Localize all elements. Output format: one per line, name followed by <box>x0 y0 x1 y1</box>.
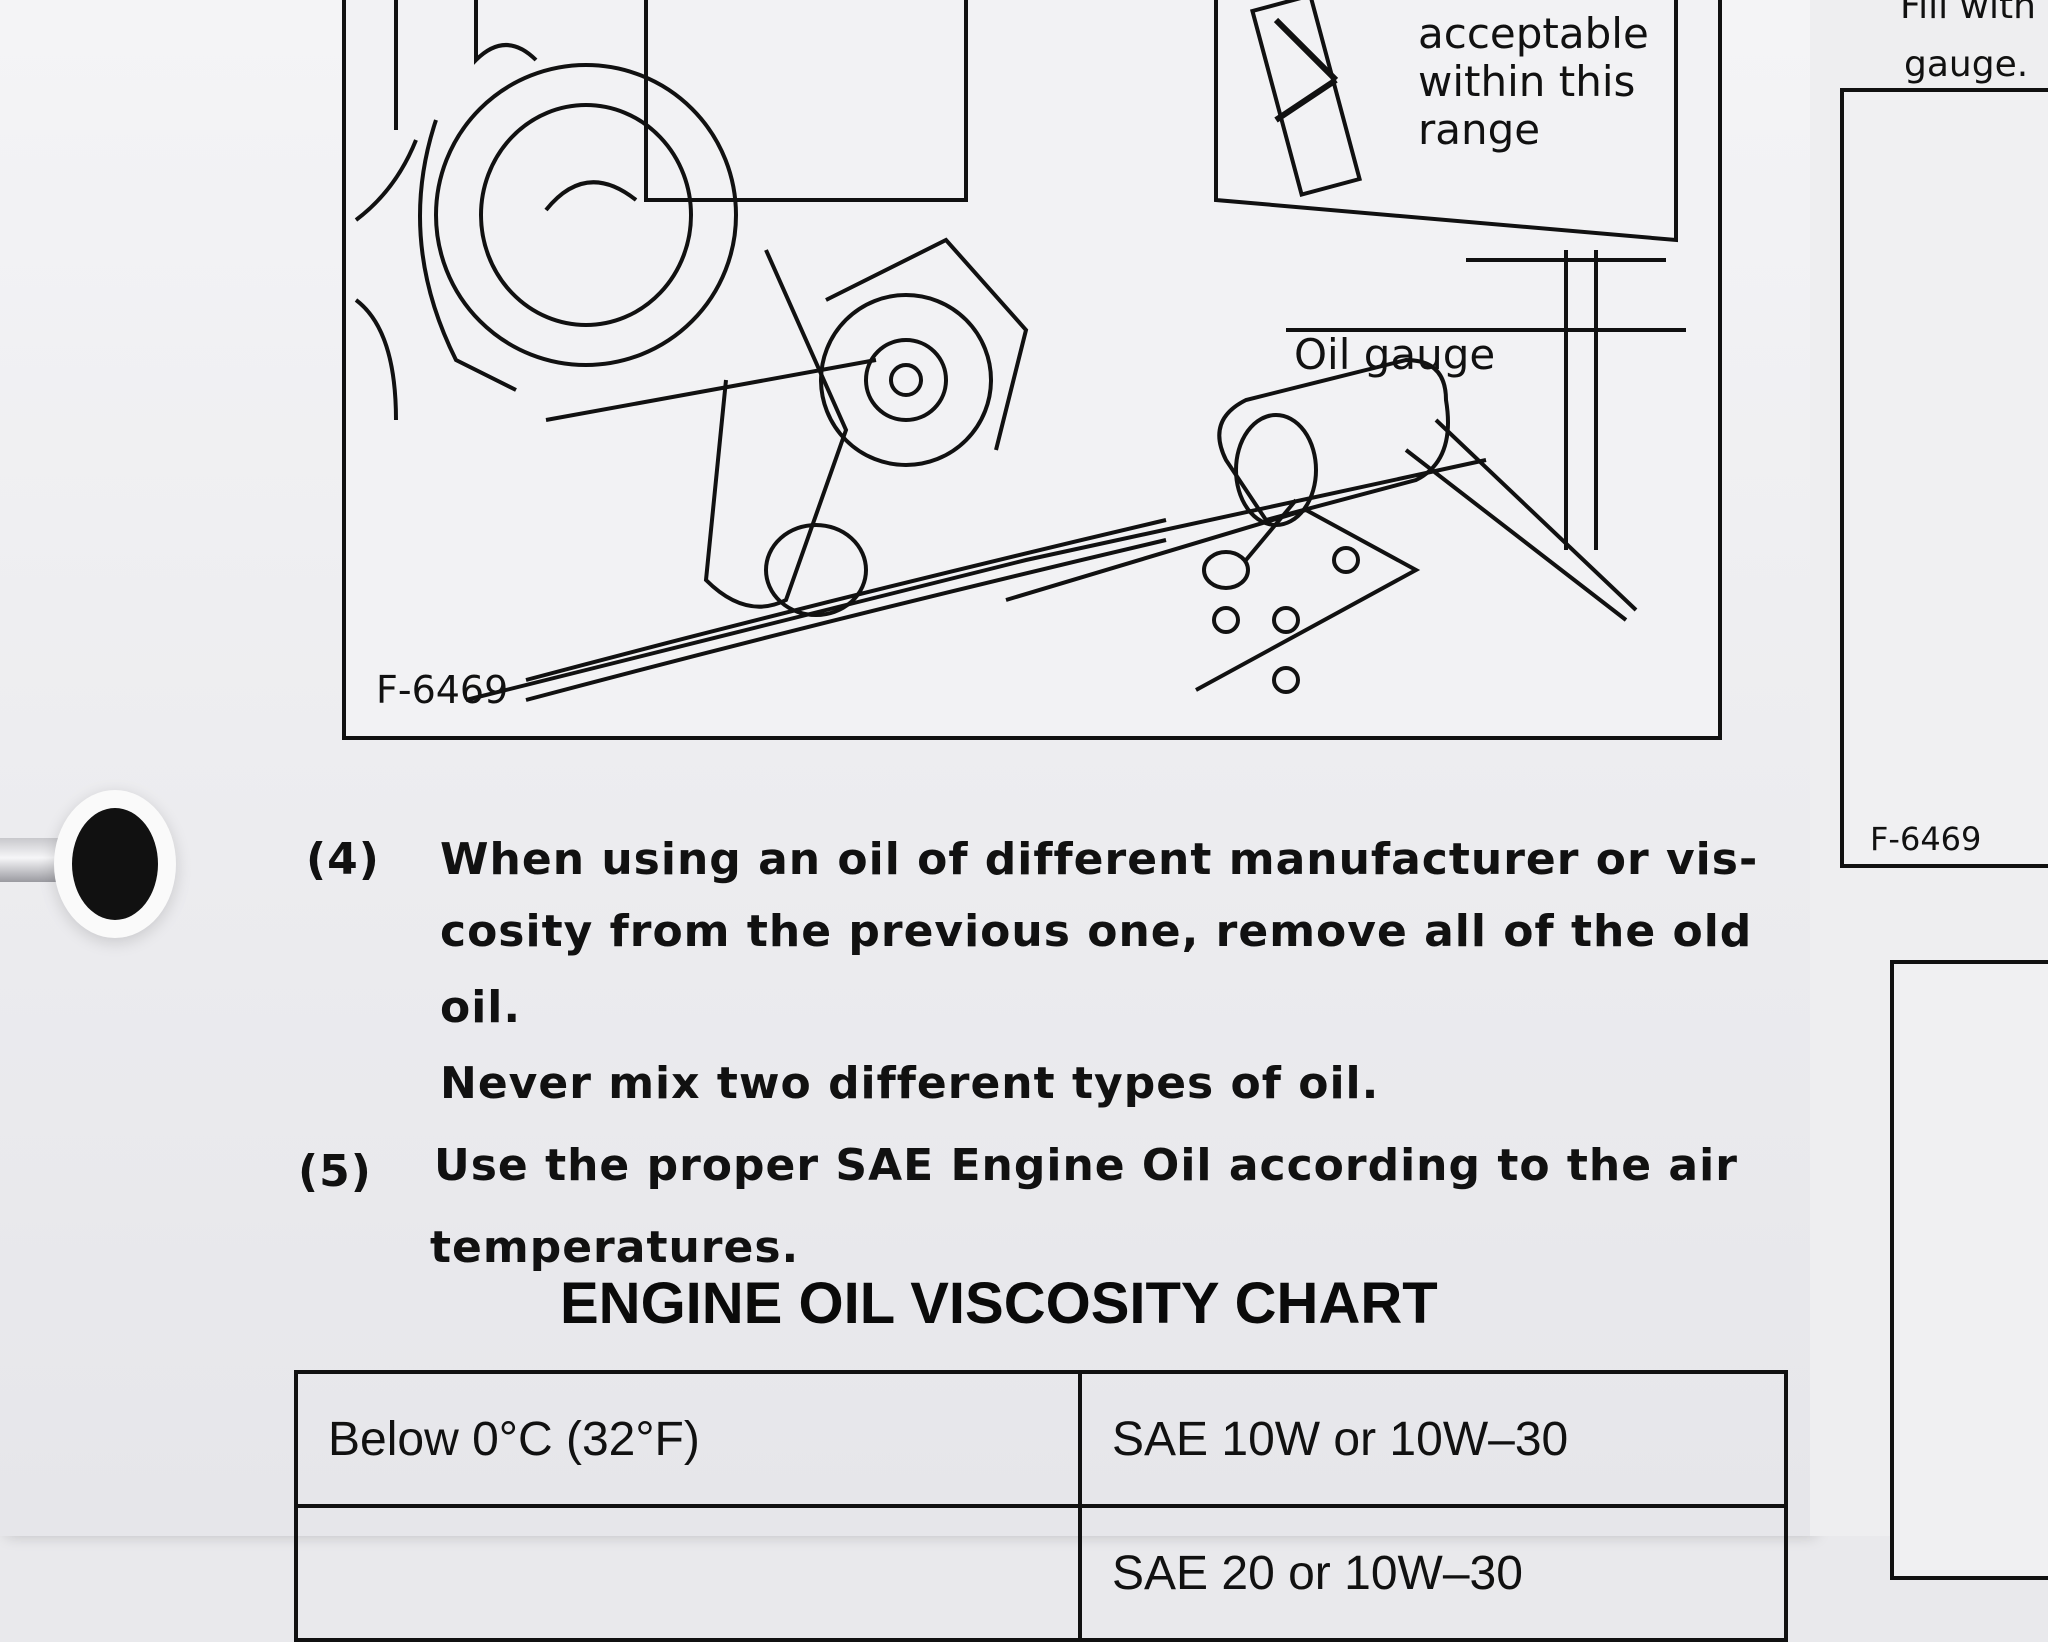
item-number: (4) <box>306 834 380 885</box>
engine-illustration: acceptable within this range Oil gauge F… <box>342 0 1722 740</box>
item-text-line: When using an oil of different manufactu… <box>440 834 1759 885</box>
range-line: within this <box>1418 57 1636 106</box>
figure-code: F-6469 <box>376 668 509 712</box>
table-row: Below 0°C (32°F) SAE 10W or 10W–30 <box>294 1370 1788 1508</box>
item-text-line: Never mix two different types of oil. <box>440 1058 1380 1109</box>
item-text-line: cosity from the previous one, remove all… <box>440 906 1753 957</box>
range-callout: acceptable within this range <box>1418 10 1649 154</box>
oil-grade-cell: SAE 10W or 10W–30 <box>1078 1370 1788 1508</box>
binder-hole <box>72 808 158 920</box>
range-line: acceptable <box>1418 9 1649 58</box>
right-page-text: Fill with <box>1900 0 2036 27</box>
temperature-cell <box>294 1504 1082 1642</box>
oil-gauge-label: Oil gauge <box>1294 330 1496 379</box>
temperature-cell: Below 0°C (32°F) <box>294 1370 1082 1508</box>
figure-code: F-6469 <box>1870 820 1982 858</box>
item-text-line: oil. <box>440 982 522 1033</box>
engine-drawing <box>354 0 1686 702</box>
right-page-text: gauge. <box>1904 44 2029 85</box>
viscosity-table: Below 0°C (32°F) SAE 10W or 10W–30 SAE 2… <box>294 1370 1788 1642</box>
oil-grade-cell: SAE 20 or 10W–30 <box>1078 1504 1788 1642</box>
right-page-figure: F-6469 <box>1840 88 2048 868</box>
chart-title: ENGINE OIL VISCOSITY CHART <box>560 1271 1438 1336</box>
item-number: (5) <box>298 1146 372 1197</box>
item-text-line: Use the proper SAE Engine Oil according … <box>434 1140 1738 1191</box>
table-row: SAE 20 or 10W–30 <box>294 1504 1788 1642</box>
manual-page: acceptable within this range Oil gauge F… <box>0 0 1810 1642</box>
range-line: range <box>1418 105 1541 154</box>
item-text-line: temperatures. <box>430 1222 800 1273</box>
right-page-figure-lower <box>1890 960 2048 1580</box>
